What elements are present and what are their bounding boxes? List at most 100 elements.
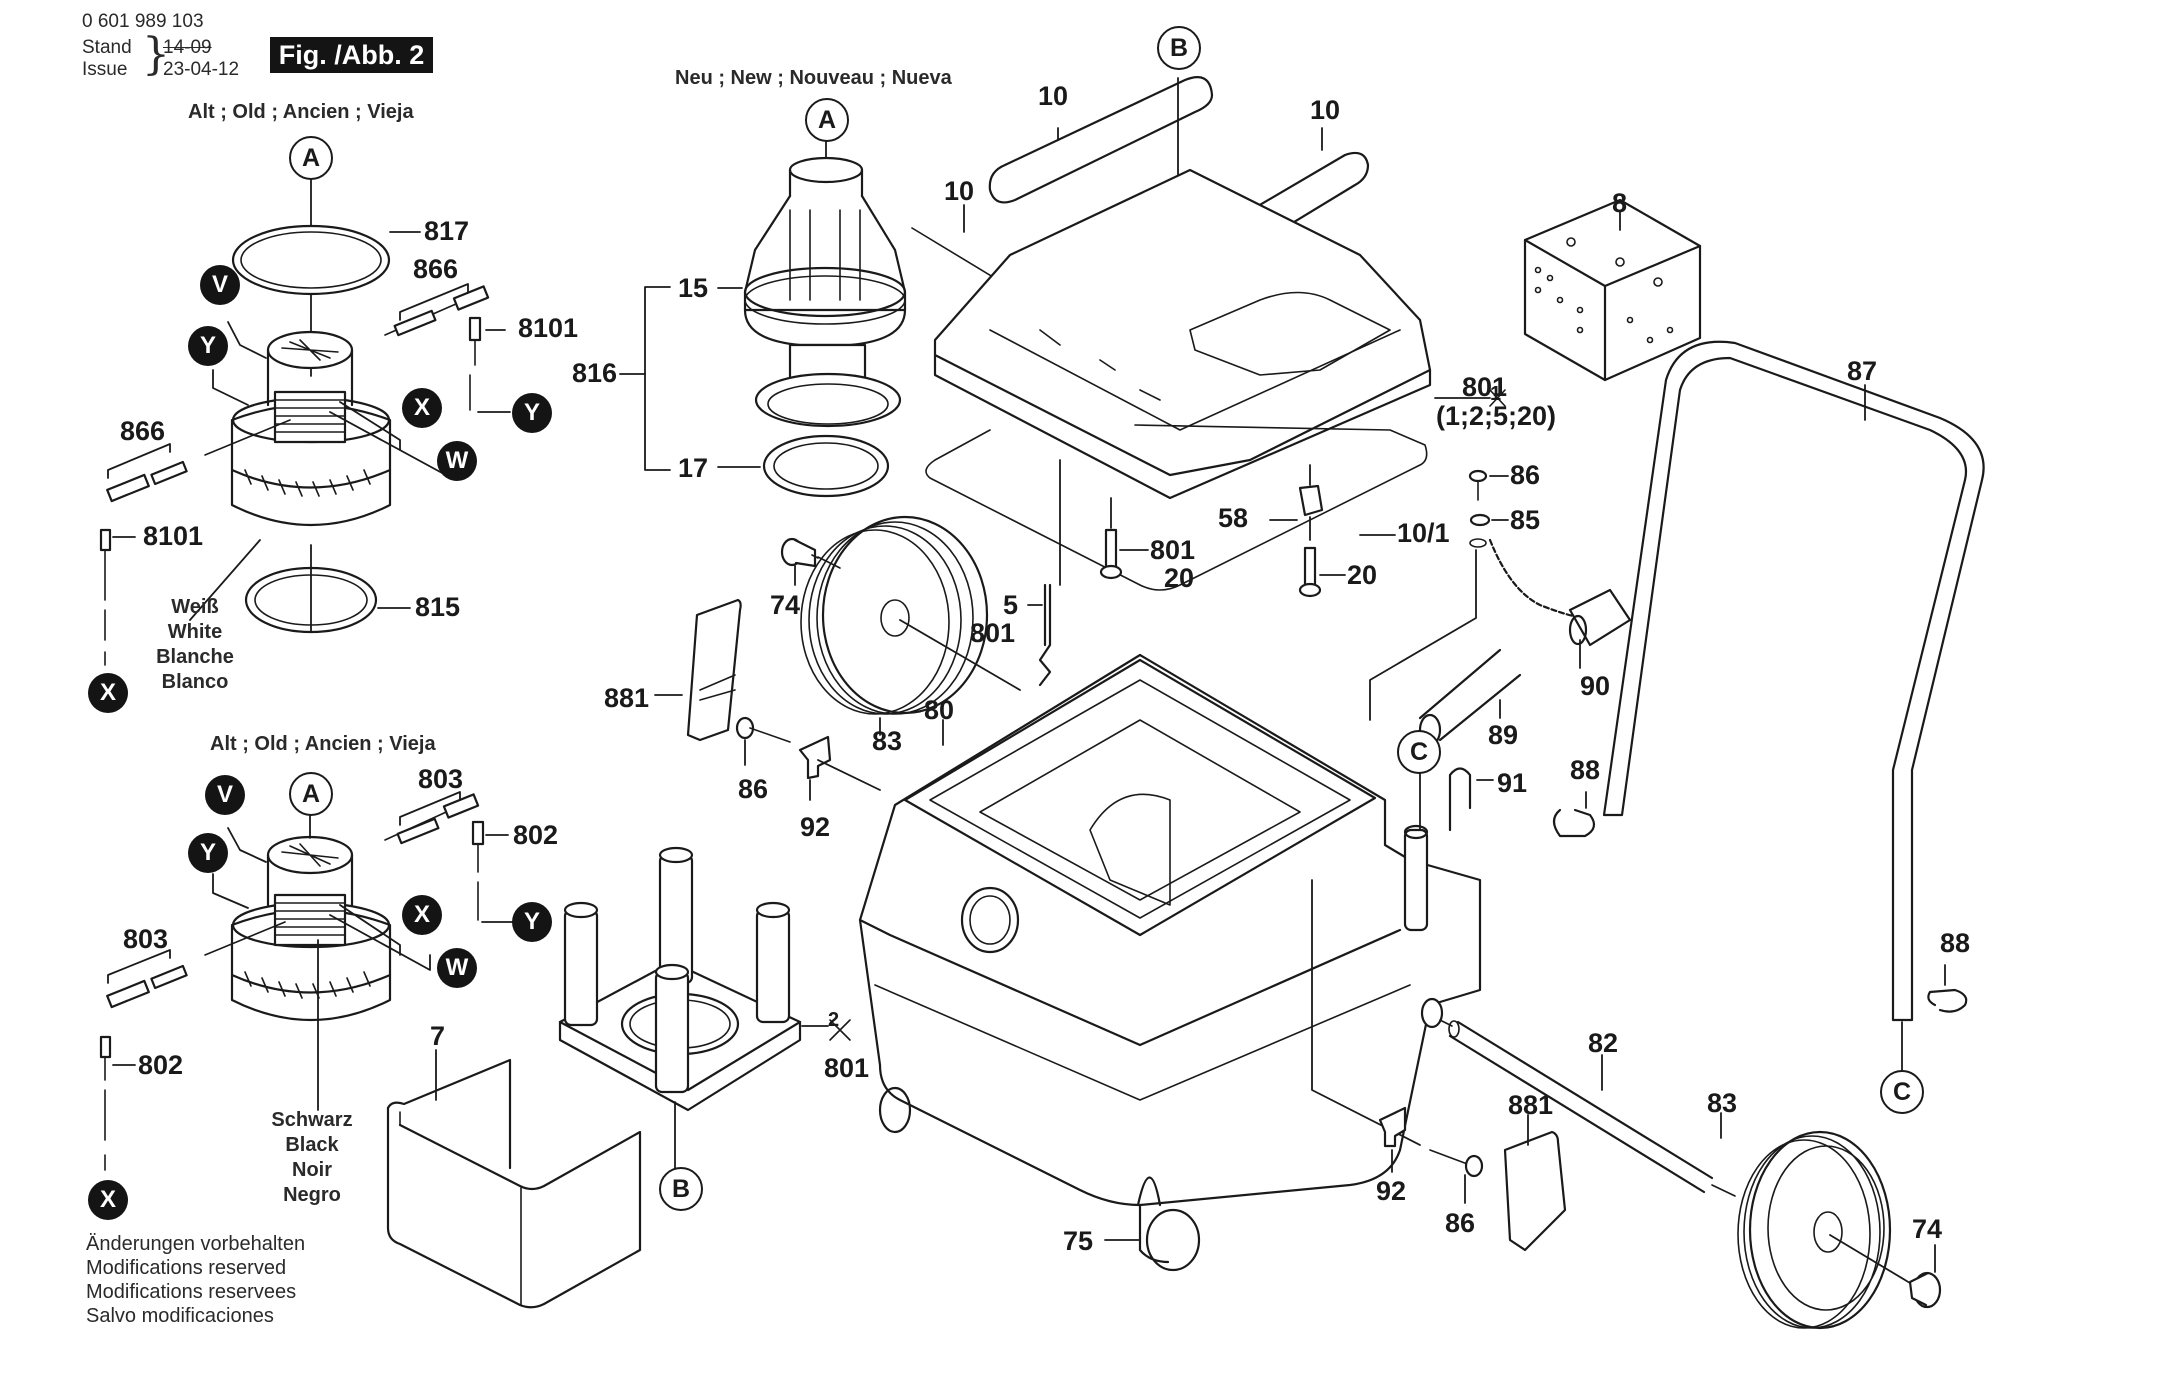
part-number: 0 601 989 103 [82,11,204,32]
part-label: 89 [1488,720,1519,750]
old-motor-black [99,791,513,1171]
part-label: 881 [604,683,650,713]
connector-b-lid: B [1157,26,1201,70]
part-label: 802 [138,1050,184,1080]
note-de: Änderungen vorbehalten [86,1233,306,1255]
note-fr: Modifications reservees [86,1281,297,1303]
part-label: 10 [1038,81,1069,111]
part-label: 10/1 [1397,518,1450,548]
color-white-es: Blanco [161,671,229,693]
connector-c-tank: C [1397,730,1441,774]
brace-glyph: } [142,29,170,80]
part-label: 801 [1150,535,1196,565]
part-label: 20 [1164,563,1195,593]
connector-w-bottom: W [437,948,477,988]
caption-old-bottom: Alt ; Old ; Ancien ; Vieja [210,733,436,755]
new-motor [619,139,907,498]
part-label: 83 [1707,1088,1738,1118]
part-label: 866 [120,416,166,446]
part-label: 8101 [518,313,579,343]
part-label: 8 [1612,188,1628,218]
part-label: 5 [1003,590,1019,620]
lid [911,76,1506,591]
handle-87 [1602,340,1985,1071]
color-black-de: Schwarz [271,1109,353,1131]
part-label: 803 [123,924,169,954]
connector-x-top-left: X [88,673,128,713]
connector-v-bottom: V [205,775,245,815]
part-label: 88 [1570,755,1601,785]
part-label: 801 [824,1053,870,1083]
note-en: Modifications reserved [86,1257,287,1279]
part-label: 92 [800,812,831,842]
part-label: 801 [970,618,1016,648]
right-wheel-parts [1099,464,1942,1330]
part-label: 816 [572,358,618,388]
stand-label: Stand [82,37,132,58]
part-label: 86 [1510,460,1541,490]
connector-c-handle: C [1880,1070,1924,1114]
cover-7 [386,1049,642,1309]
connector-w-top: W [437,441,477,481]
part-label: 881 [1508,1090,1554,1120]
color-black-es: Negro [283,1184,341,1206]
part-label-crossed: 2 [828,1009,840,1031]
modifications-note: Änderungen vorbehalten Modifications res… [86,1232,305,1328]
part-label: 817 [424,216,470,246]
part-label: 8101 [143,521,204,551]
tank-80 [858,653,1482,1272]
connector-y-bottom: Y [188,833,228,873]
part-label: 10 [1310,95,1341,125]
issue-label: Issue [82,59,128,80]
part-label: 86 [1445,1208,1476,1238]
part-label: 20 [1347,560,1378,590]
part-label: 801 [1462,372,1508,402]
connector-x-bottom: X [402,895,442,935]
issue-date: 23-04-12 [163,59,240,80]
color-white-fr: Blanche [156,646,234,668]
part-label: (1;2;5;20) [1436,401,1557,431]
part-label: 82 [1588,1028,1619,1058]
connector-y-top: Y [188,326,228,366]
part-label: 74 [1912,1214,1943,1244]
part-label: 17 [678,453,709,483]
part-label: 10 [944,176,975,206]
part-label: 91 [1497,768,1528,798]
connector-x-bottom-left: X [88,1180,128,1220]
old-date: 14-09 [163,37,212,58]
color-note-black: Schwarz Black Noir Negro [262,1108,362,1208]
part-label: 88 [1940,928,1971,958]
part-label: 15 [678,273,709,303]
part-label: 7 [430,1021,446,1051]
part-label: 87 [1847,356,1878,386]
color-white-de: Weiß [171,596,219,618]
connector-a-new: A [805,98,849,142]
connector-a-old-top: A [289,136,333,180]
filter-holder [558,846,851,1171]
color-note-white: Weiß White Blanche Blanco [150,595,240,695]
connector-y-bottom-right: Y [512,902,552,942]
part-label: 802 [513,820,559,850]
part-label: 85 [1510,505,1541,535]
part-label: 92 [1376,1176,1407,1206]
color-black-fr: Noir [292,1159,332,1181]
part-label: 83 [872,726,903,756]
part-label: 80 [924,695,955,725]
caption-old-top: Alt ; Old ; Ancien ; Vieja [188,101,414,123]
part-label: 86 [738,774,769,804]
connector-a-old-bottom: A [289,772,333,816]
part-label: 74 [770,590,801,620]
color-black-en: Black [285,1134,339,1156]
part-label: 90 [1580,671,1611,701]
note-es: Salvo modificaciones [86,1305,274,1327]
part-label: 866 [413,254,459,284]
connector-y-top-right: Y [512,393,552,433]
connector-x-top: X [402,388,442,428]
part-label: 75 [1063,1226,1094,1256]
part-label-crossed: 1 [1490,383,1502,405]
part-label: 58 [1218,503,1249,533]
connector-b-base: B [659,1167,703,1211]
caption-new: Neu ; New ; Nouveau ; Nueva [675,67,952,89]
left-wheel-parts [654,459,1061,801]
